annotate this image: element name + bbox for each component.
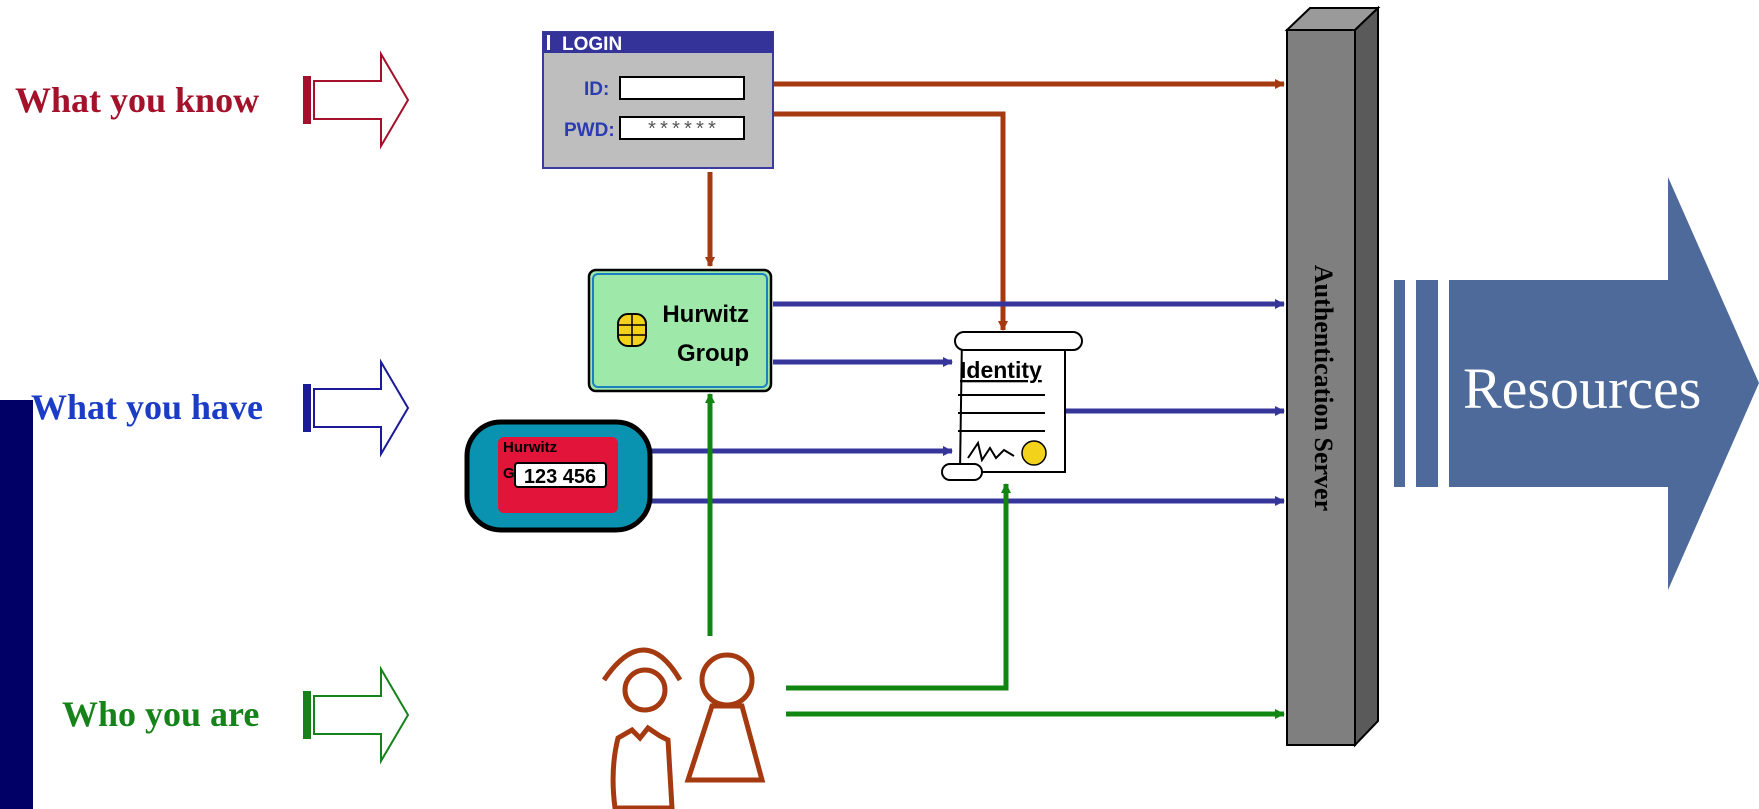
login-dialog: LOGIN ID: PWD: ****** xyxy=(542,31,774,169)
login-title: LOGIN xyxy=(562,34,622,55)
hollow-arrow-have-icon xyxy=(303,358,410,458)
resources-arrow: Resources xyxy=(1394,177,1759,590)
login-id-field xyxy=(619,76,745,100)
arrow-login-to-certificate xyxy=(773,111,1008,331)
smart-card: Hurwitz Group xyxy=(587,268,773,393)
server-label: Authentication Server xyxy=(1309,265,1338,511)
category-are-label: Who you are xyxy=(62,694,259,734)
smart-card-line1: Hurwitz xyxy=(662,301,749,328)
authentication-server: Authentication Server xyxy=(1284,5,1381,748)
resources-label: Resources xyxy=(1463,356,1701,421)
category-know-label: What you know xyxy=(15,80,259,120)
chip-icon xyxy=(617,313,647,347)
identity-certificate: Identity xyxy=(941,331,1083,481)
left-edge-bar xyxy=(0,400,33,809)
token-code: 123 456 xyxy=(524,466,596,488)
login-pwd-value: ****** xyxy=(646,120,718,143)
seal-icon xyxy=(1021,440,1047,466)
connectors xyxy=(650,79,1285,719)
hollow-arrow-know-icon xyxy=(303,50,410,150)
signature-icon xyxy=(967,440,1015,463)
token-line1: Hurwitz xyxy=(503,439,557,456)
hollow-arrow-are-icon xyxy=(303,665,410,765)
token-device: Hurwitz Group 123 456 xyxy=(464,419,653,533)
login-id-label: ID: xyxy=(584,79,609,100)
biometric-figure-icon xyxy=(601,647,766,809)
arrow-biometric-to-certificate xyxy=(786,483,1011,691)
category-are: Who you are xyxy=(62,665,410,765)
smart-card-line2: Group xyxy=(677,340,749,367)
category-have-label: What you have xyxy=(31,387,263,427)
login-pwd-field xyxy=(619,116,745,140)
certificate-title: Identity xyxy=(960,357,1042,383)
category-have: What you have xyxy=(31,358,410,458)
category-know: What you know xyxy=(15,50,410,150)
login-pwd-label: PWD: xyxy=(564,120,615,141)
